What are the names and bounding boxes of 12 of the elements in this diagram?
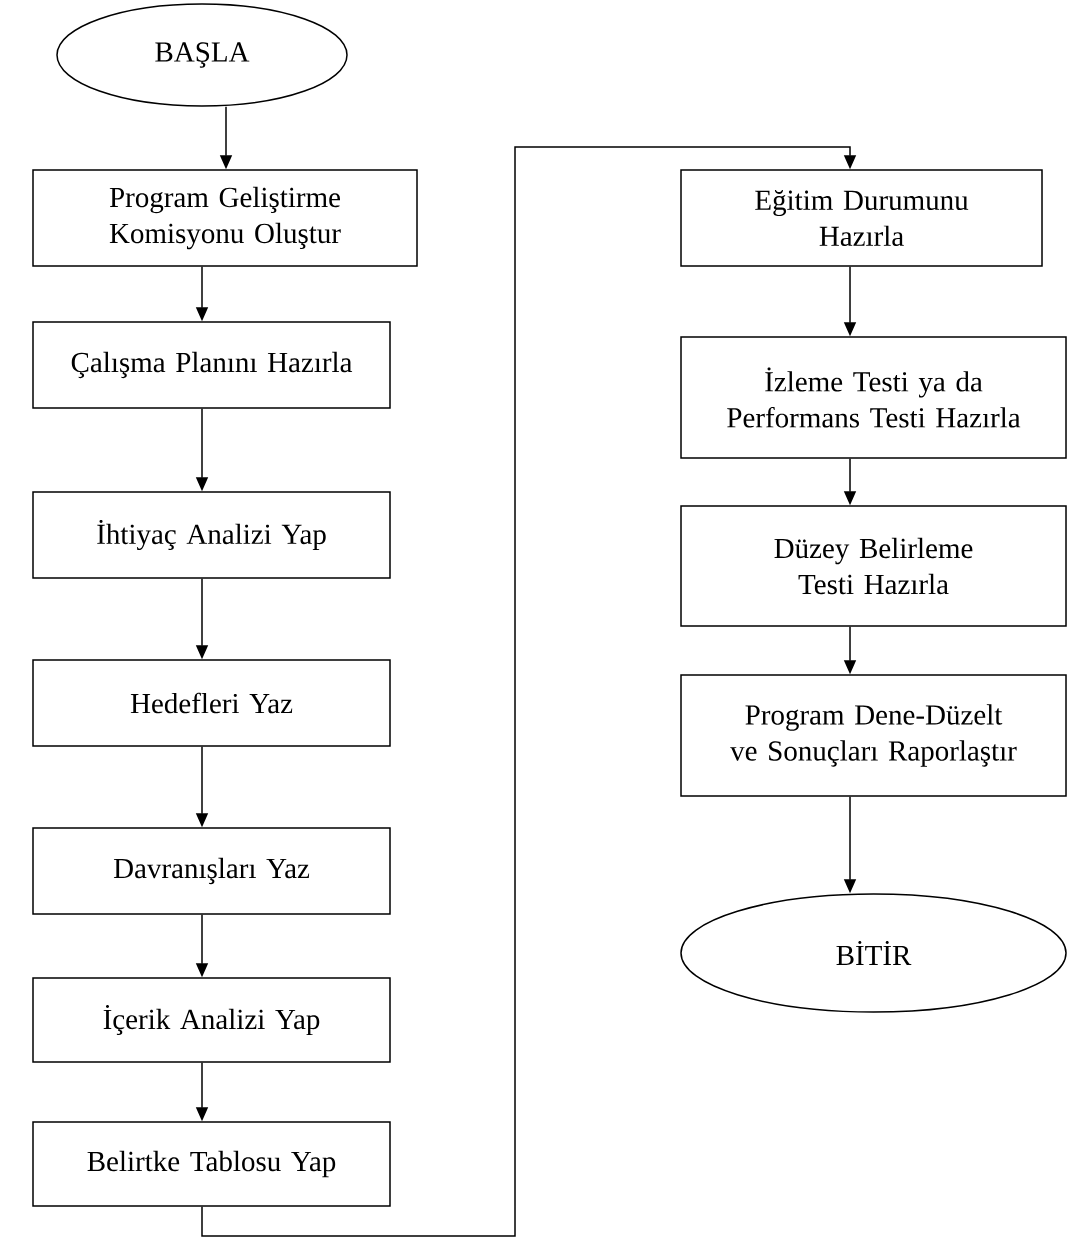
process-box: Hedefleri Yaz: [32, 659, 391, 747]
process-box: Program Dene-Düzelt ve Sonuçları Raporlaştır: [680, 674, 1067, 797]
process-box: İzleme Testi ya da Performans Testi Hazırla: [680, 336, 1067, 459]
process-box: İçerik Analizi Yap: [32, 977, 391, 1063]
process-box: Program Geliştirme Komisyonu Oluştur: [32, 169, 418, 267]
process-box: Davranışları Yaz: [32, 827, 391, 915]
process-box: Belirtke Tablosu Yap: [32, 1121, 391, 1207]
process-box: Çalışma Planını Hazırla: [32, 321, 391, 409]
process-box: İhtiyaç Analizi Yap: [32, 491, 391, 579]
process-box: Eğitim Durumunu Hazırla: [680, 169, 1043, 267]
arrow: [201, 146, 857, 1237]
process-box: Düzey Belirleme Testi Hazırla: [680, 505, 1067, 627]
